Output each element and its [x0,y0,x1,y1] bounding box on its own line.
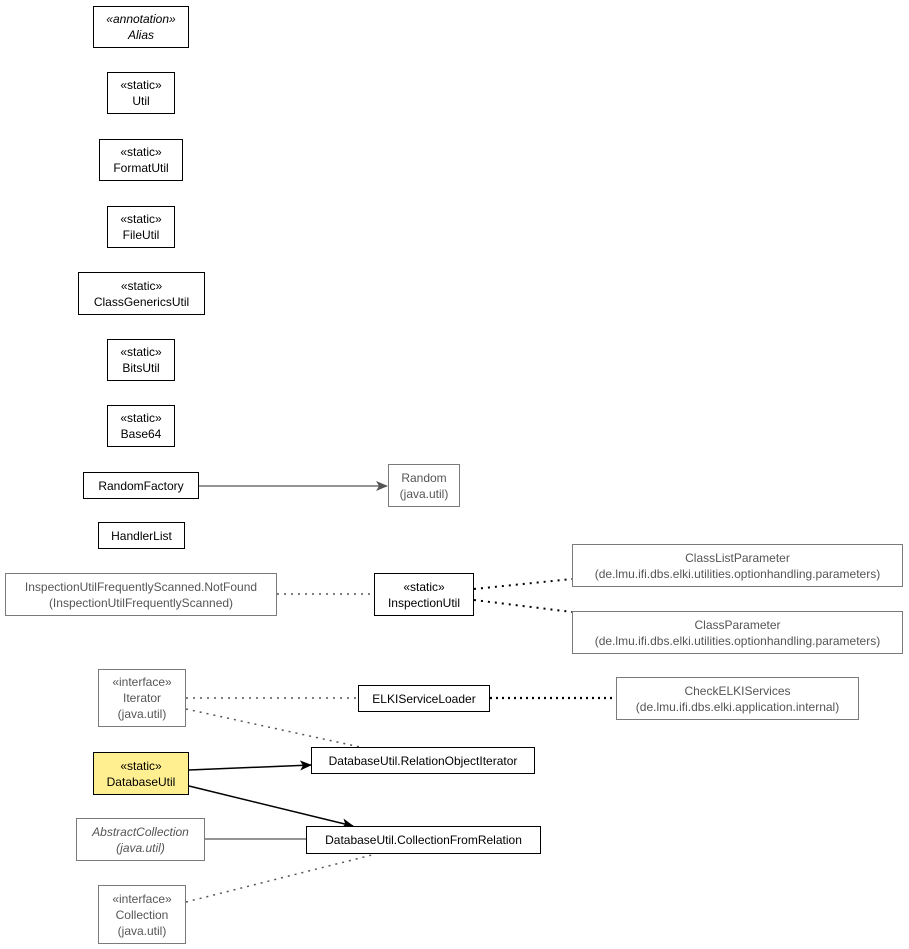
edge-collection-collectionfromrelation [185,854,373,903]
class-name: ClassListParameter [685,550,790,565]
class-random[interactable]: Random (java.util) [388,464,460,507]
class-collectionfromrelation[interactable]: DatabaseUtil.CollectionFromRelation [306,826,541,854]
class-package: (java.util) [117,707,167,721]
class-name: Collection [115,907,169,922]
class-name: InspectionUtil [387,595,461,610]
class-name: HandlerList [111,528,172,543]
class-randomfactory[interactable]: RandomFactory [83,472,199,499]
class-abstractcollection[interactable]: AbstractCollection (java.util) [76,818,205,861]
class-package: (de.lmu.ifi.dbs.elki.utilities.optionhan… [594,566,881,581]
class-name: ELKIServiceLoader [372,691,476,706]
class-stereotype: «static» [120,78,162,92]
class-stereotype: «static» [403,579,445,594]
class-name: BitsUtil [122,361,160,375]
class-name: InspectionUtilFrequentlyScanned.NotFound [24,579,258,594]
class-name: FileUtil [122,228,160,242]
class-stereotype: «annotation» [106,12,176,26]
class-checkelkiservices[interactable]: CheckELKIServices (de.lmu.ifi.dbs.elki.a… [616,677,859,720]
class-handlerlist[interactable]: HandlerList [98,522,185,549]
class-name: AbstractCollection [92,824,189,839]
class-stereotype: «interface» [112,675,172,689]
class-name: DatabaseUtil.CollectionFromRelation [325,833,522,847]
class-classlistparameter[interactable]: ClassListParameter (de.lmu.ifi.dbs.elki.… [572,544,903,587]
class-name: Base64 [120,427,162,441]
class-name: FormatUtil [113,161,169,175]
class-stereotype: «static» [120,345,162,359]
class-stereotype: «interface» [112,891,172,906]
class-package: (java.util) [117,923,167,938]
class-name: Alias [127,28,154,42]
class-name: ClassParameter [694,617,781,632]
class-name: Iterator [122,691,161,705]
class-classgenericsutil[interactable]: «static» ClassGenericsUtil [78,272,205,315]
class-name: RandomFactory [98,478,184,493]
class-inspectionutil-notfound[interactable]: InspectionUtilFrequentlyScanned.NotFound… [5,573,277,616]
class-classparameter[interactable]: ClassParameter (de.lmu.ifi.dbs.elki.util… [572,611,903,654]
class-util[interactable]: «static» Util [107,72,175,114]
class-collection[interactable]: «interface» Collection (java.util) [98,885,186,944]
class-name: Util [132,94,150,108]
class-package: (de.lmu.ifi.dbs.elki.application.interna… [635,699,840,714]
class-elkiserviceloader[interactable]: ELKIServiceLoader [358,685,490,712]
edge-databaseutil-relationobjectiterator [188,760,312,771]
class-stereotype: «static» [120,212,162,226]
edge-inspectionutil-classlistparameter [473,578,573,590]
class-package: (InspectionUtilFrequentlyScanned) [48,595,234,610]
class-name: DatabaseUtil.RelationObjectIterator [328,753,518,768]
class-iterator[interactable]: «interface» Iterator (java.util) [98,669,186,727]
class-fileutil[interactable]: «static» FileUtil [107,206,175,248]
class-bitsutil[interactable]: «static» BitsUtil [107,339,175,381]
class-formatutil[interactable]: «static» FormatUtil [99,139,183,181]
class-name: Random [401,470,447,485]
edge-iterator-relationobjectiterator [185,708,361,748]
class-base64[interactable]: «static» Base64 [107,405,175,447]
class-stereotype: «static» [120,145,162,159]
class-databaseutil[interactable]: «static» DatabaseUtil [93,752,189,795]
class-package: (java.util) [116,840,165,855]
class-stereotype: «static» [120,411,162,425]
class-name: CheckELKIServices [684,683,791,698]
class-package: (de.lmu.ifi.dbs.elki.utilities.optionhan… [594,633,881,648]
class-name: DatabaseUtil [106,774,176,789]
class-alias[interactable]: «annotation» Alias [93,6,189,48]
edge-databaseutil-collectionfromrelation [188,785,354,829]
class-stereotype: «static» [120,758,162,773]
class-package: (java.util) [399,486,449,501]
class-relationobjectiterator[interactable]: DatabaseUtil.RelationObjectIterator [311,747,535,774]
edge-inspectionutil-classparameter [473,599,573,613]
class-inspectionutil[interactable]: «static» InspectionUtil [374,573,474,616]
class-name: ClassGenericsUtil [93,294,190,309]
class-stereotype: «static» [120,278,163,293]
